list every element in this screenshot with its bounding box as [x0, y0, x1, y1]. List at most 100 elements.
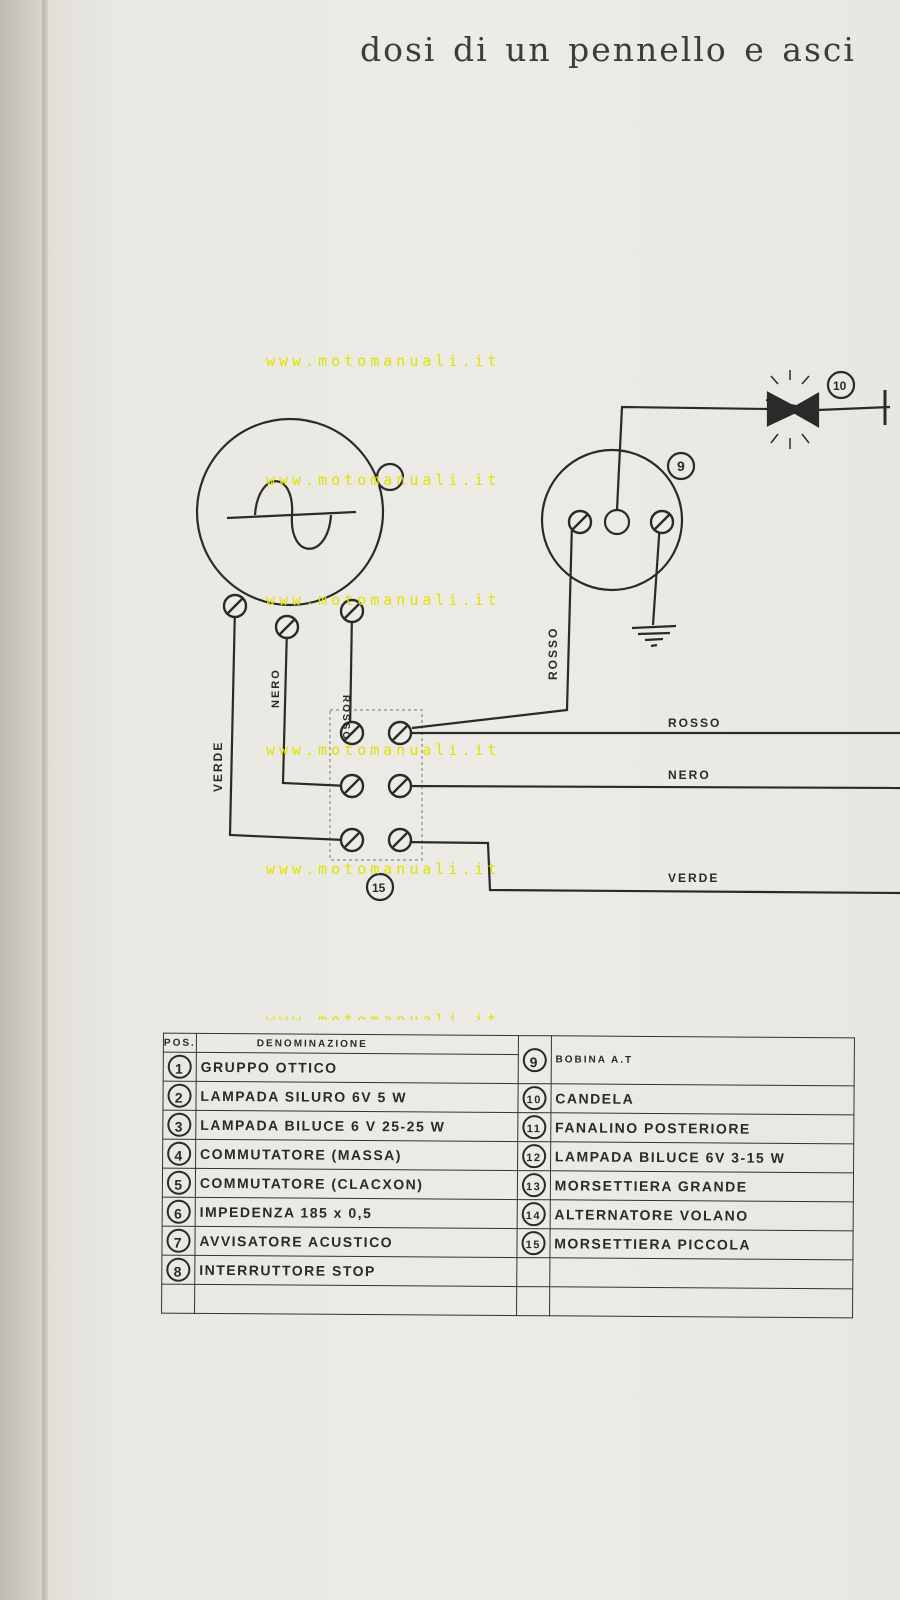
alternator-axis — [226, 510, 357, 520]
legend-pos-cell: 1 — [163, 1052, 197, 1082]
legend-pos-cell: 8 — [161, 1255, 195, 1285]
screw-terminal — [387, 827, 413, 853]
coil-center-terminal — [603, 508, 631, 536]
wiring-diagram: 10 9 15 ROSSO NERO VERDE ROSSO ROSSO NER… — [195, 352, 900, 1020]
legend-pos-cell: 2 — [162, 1081, 197, 1111]
legend-name-cell: LAMPADA BILUCE 6V 3-15 W — [550, 1141, 854, 1173]
watermark: www.motomanuali.it — [266, 352, 501, 370]
legend-empty-cell — [516, 1286, 550, 1316]
legend-pos-cell: 15 — [516, 1228, 550, 1258]
alternator-number-circle — [375, 462, 405, 492]
legend-pos-badge: 5 — [166, 1170, 191, 1195]
legend-row: 8 — [161, 1284, 853, 1318]
label-nero-horizontal: NERO — [668, 768, 711, 782]
spark-plug-right-arrow — [787, 392, 820, 428]
legend-name-cell: LAMPADA SILURO 6V 5 W — [195, 1081, 518, 1113]
legend-pos-cell: 12 — [517, 1141, 551, 1171]
coil-circle — [540, 448, 684, 592]
legend-name-cell: ALTERNATORE VOLANO — [549, 1199, 854, 1231]
header-text: dosi di un pennello e asci — [360, 30, 856, 69]
screw-terminals — [222, 509, 675, 853]
label-nero-alternator: NERO — [270, 668, 282, 708]
watermark: www.motomanuali.it — [266, 591, 501, 609]
legend-pos-badge: 13 — [521, 1173, 546, 1198]
label-rosso-alternator: ROSSO — [340, 695, 351, 741]
wire-nero-alternator — [281, 626, 349, 788]
screw-terminal — [339, 720, 365, 746]
wire-plug-right — [817, 405, 891, 412]
watermark: www.motomanuali.it — [266, 471, 501, 489]
spark-plug-number-circle — [826, 370, 856, 400]
screw-terminal — [339, 598, 365, 624]
legend-pos-cell: 5 — [162, 1168, 196, 1198]
legend-pos-cell: 8 — [161, 1284, 195, 1314]
legend-pos-cell: 13 — [517, 1170, 551, 1200]
ground-symbol-icon — [631, 624, 677, 648]
screw-terminal — [222, 593, 248, 619]
screw-terminal — [339, 773, 365, 799]
watermark: www.motomanuali.it — [266, 1011, 501, 1020]
legend-pos-cell: 6 — [162, 1197, 196, 1227]
legend-name-cell: GRUPPO OTTICO — [196, 1052, 519, 1084]
legend-name-cell: MORSETTIERA GRANDE — [550, 1170, 854, 1202]
legend-name-cell: COMMUTATORE (CLACXON) — [195, 1168, 518, 1200]
legend-pos-badge: 15 — [521, 1231, 546, 1256]
label-rosso-horizontal: ROSSO — [668, 716, 721, 730]
wire-verde-out — [399, 840, 900, 895]
screw-terminal — [387, 773, 413, 799]
legend-pos-cell: 7 — [161, 1226, 196, 1256]
component-legend-table: POS. DENOMINAZIONE 9 BOBINA A.T 1 GRUPPO… — [161, 1033, 855, 1319]
screw-terminal — [649, 509, 675, 535]
legend-name-cell: INTERRUTTORE STOP — [194, 1255, 517, 1287]
terminal-block-number-circle — [365, 872, 395, 902]
screw-terminal — [387, 720, 413, 746]
screw-terminal — [339, 827, 365, 853]
coil-number: 9 — [677, 458, 685, 474]
legend-name-cell: MORSETTIERA PICCOLA — [549, 1228, 854, 1260]
legend-pos-badge: 3 — [167, 1112, 192, 1137]
wire-nero-out — [399, 784, 900, 790]
legend-name-cell: IMPEDENZA 185 x 0,5 — [195, 1197, 518, 1229]
legend-pos-badge: 1 — [167, 1054, 192, 1079]
label-verde-horizontal: VERDE — [668, 871, 719, 885]
screw-terminal — [274, 614, 300, 640]
legend-pos-cell: 11 — [517, 1112, 551, 1142]
legend-name-cell: CANDELA — [550, 1083, 855, 1115]
wire-rosso-coil — [411, 522, 574, 730]
legend-pos-badge: 10 — [522, 1086, 547, 1111]
wire-rosso-alternator — [348, 611, 354, 734]
legend-name-header: DENOMINAZIONE — [196, 1033, 519, 1055]
watermark: www.motomanuali.it — [266, 741, 501, 759]
legend-pos-cell: 9 — [517, 1035, 552, 1084]
wire-coil-to-plug — [615, 405, 769, 511]
legend-pos-cell: 10 — [517, 1083, 551, 1113]
legend-pos-badge: 9 — [522, 1047, 547, 1072]
screw-terminal — [567, 509, 593, 535]
label-rosso-coil: ROSSO — [546, 627, 560, 680]
legend-empty-cell — [516, 1257, 550, 1287]
spark-rays-icon — [770, 370, 810, 449]
legend-empty-cell — [194, 1284, 517, 1316]
page-edge — [0, 0, 42, 1600]
legend-empty-cell — [549, 1257, 853, 1289]
legend-pos-cell: 14 — [516, 1199, 551, 1229]
wire-verde-alternator — [228, 605, 346, 842]
legend-name-cell: LAMPADA BILUCE 6 V 25-25 W — [195, 1110, 518, 1142]
legend-pos-badge: 2 — [167, 1083, 192, 1108]
legend-pos-cell: 3 — [162, 1110, 196, 1140]
legend-name-cell: COMMUTATORE (MASSA) — [195, 1139, 518, 1171]
legend-name-cell: BOBINA A.T — [550, 1035, 855, 1086]
legend-pos-cell: 4 — [162, 1139, 196, 1169]
spark-plug-number: 10 — [833, 379, 847, 393]
legend-pos-badge: 11 — [521, 1115, 547, 1140]
coil-ground-wire — [651, 521, 662, 626]
legend-pos-badge: 14 — [521, 1202, 546, 1227]
legend-name-cell: FANALINO POSTERIORE — [550, 1112, 854, 1144]
label-verde-alternator: VERDE — [211, 741, 225, 792]
terminal-block-number: 15 — [372, 881, 386, 895]
legend-pos-badge: 8 — [166, 1257, 191, 1282]
legend-pos-badge: 6 — [166, 1199, 191, 1224]
legend-name-cell: AVVISATORE ACUSTICO — [194, 1226, 517, 1258]
alternator-circle — [195, 417, 385, 607]
